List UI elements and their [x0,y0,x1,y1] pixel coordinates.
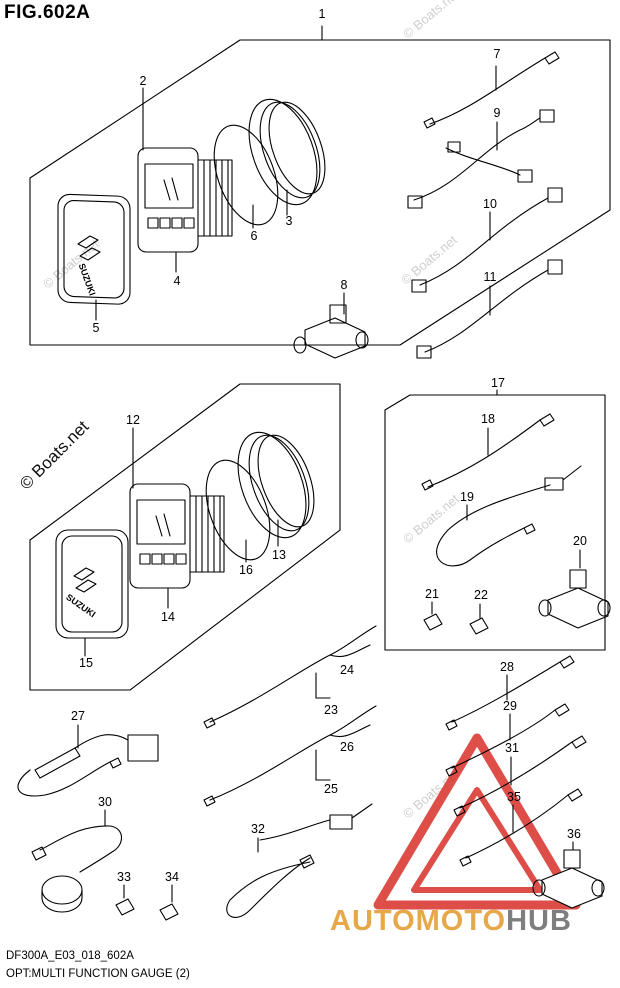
kit-1-outline [29,39,611,346]
callout-7: 7 [493,47,501,61]
cable-32 [226,803,373,918]
callout-8: 8 [340,278,348,292]
callout-21: 21 [425,587,439,601]
callout-13: 13 [272,548,286,562]
callout-2: 2 [139,74,147,88]
callout-12: 12 [126,413,140,427]
callout-18: 18 [481,412,495,426]
logo-text-automoto: AUTOMOTO [330,905,507,937]
t-connector-36 [532,849,605,909]
callout-10: 10 [483,197,497,211]
seal-ring-16 [205,459,271,561]
t-connector-8 [293,304,369,359]
callout-30: 30 [98,795,112,809]
callout-16: 16 [239,563,253,577]
callout-19: 19 [460,490,474,504]
terminator-34 [159,903,179,921]
terminator-22 [469,617,489,635]
callout-20: 20 [573,534,587,548]
bezel-cover-15 [55,529,129,639]
logo-text-hub: HUB [506,905,572,937]
callout-34: 34 [165,870,179,884]
cable-31 [453,735,587,817]
callout-11: 11 [483,270,497,284]
logo-triangle-icon [373,733,581,910]
callout-15: 15 [79,656,93,670]
figure-title: FIG.602A [4,2,91,23]
seal-ring-6 [213,124,279,226]
callout-9: 9 [493,106,501,120]
callout-14: 14 [161,610,175,624]
callout-22: 22 [474,588,488,602]
cable-35 [459,788,583,867]
wire-harness-25 [203,705,377,807]
lock-nut-3 [248,98,326,206]
callout-29: 29 [503,699,517,713]
cable-11 [416,259,563,359]
callout-31: 31 [505,741,519,755]
callout-36: 36 [567,827,581,841]
lock-nut-13 [237,431,315,539]
callout-25: 25 [324,782,338,796]
automotohub-logo: AUTOMOTOHUB [330,905,572,938]
figure-caption: OPT:MULTI FUNCTION GAUGE (2) [6,968,190,980]
callout-4: 4 [173,274,181,288]
cable-18 [421,413,555,491]
kit-17-outline [384,394,606,651]
gauge-body-14 [129,483,225,589]
kit-12-outline [29,383,341,691]
sensor-30 [31,825,123,913]
cable-19 [436,465,582,567]
figure-code: DF300A_E03_018_602A [6,950,134,962]
callout-5: 5 [92,321,100,335]
callout-1: 1 [318,7,326,21]
callout-17: 17 [491,376,505,390]
harness-9 [407,109,555,209]
cable-10 [411,187,563,293]
sensor-harness-27 [17,734,159,797]
t-connector-20 [538,569,611,629]
callout-27: 27 [71,709,85,723]
gauge-body-4 [137,147,233,253]
bezel-cover-5 [57,193,131,305]
callout-28: 28 [500,660,514,674]
cable-28 [445,655,575,731]
wire-harness-23 [203,625,377,729]
callout-6: 6 [250,229,258,243]
cable-29 [445,703,570,777]
callout-26: 26 [340,740,354,754]
cable-7 [423,51,560,129]
callout-24: 24 [340,663,354,677]
callout-35: 35 [507,790,521,804]
callout-3: 3 [285,214,293,228]
callout-23: 23 [324,703,338,717]
callout-32: 32 [251,822,265,836]
callout-33: 33 [117,870,131,884]
terminator-33 [115,898,135,916]
terminator-21 [423,613,443,631]
